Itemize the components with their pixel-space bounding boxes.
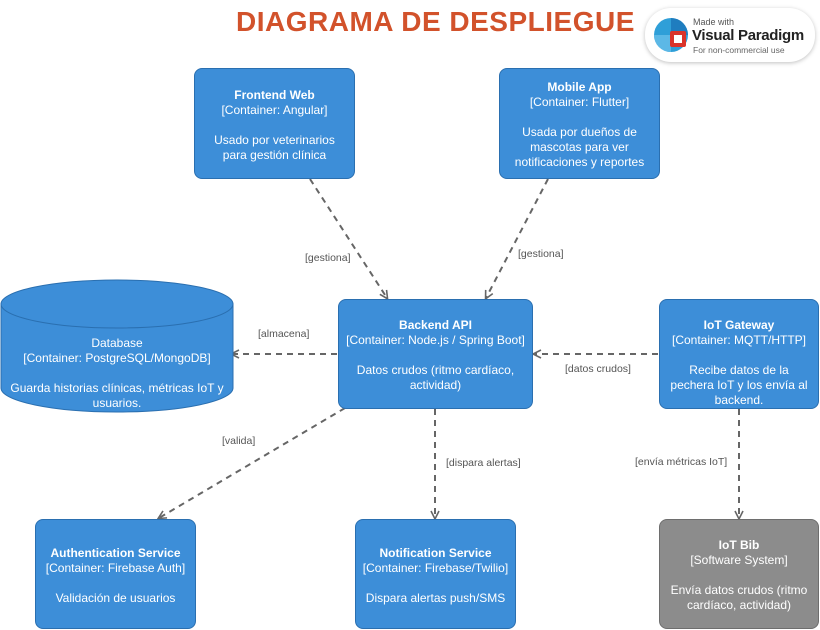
node-description: Recibe datos de la pechera IoT y los env… (670, 363, 808, 407)
edge-label-gateway-iotbib: [envía métricas IoT] (635, 456, 728, 468)
node-mobile-app: Mobile App [Container: Flutter] Usada po… (499, 68, 660, 179)
node-description: Usada por dueños de mascotas para ver no… (514, 125, 645, 169)
node-description: Dispara alertas push/SMS (365, 591, 506, 605)
watermark-brand: Visual Paradigm (692, 27, 804, 44)
node-backend-api: Backend API [Container: Node.js / Spring… (338, 299, 533, 409)
node-name: Notification Service (379, 546, 492, 560)
node-technology: [Container: Flutter] (529, 95, 630, 109)
edge-frontend-backend (309, 178, 387, 298)
node-database: Database [Container: PostgreSQL/MongoDB]… (0, 336, 234, 411)
edge-backend-auth (159, 407, 346, 518)
node-name: Mobile App (547, 80, 612, 94)
node-notification-service: Notification Service [Container: Firebas… (355, 519, 516, 629)
node-technology: [Container: Firebase Auth] (45, 561, 186, 575)
watermark-made-with: Made with (693, 17, 735, 27)
edge-label-backend-auth: [valida] (222, 435, 256, 447)
node-name: Authentication Service (50, 546, 181, 560)
node-description: Guarda historias clínicas, métricas IoT … (10, 381, 224, 410)
edge-mobile-backend (486, 178, 549, 298)
node-technology: [Container: MQTT/HTTP] (671, 333, 807, 347)
node-name: Backend API (399, 318, 472, 332)
edge-label-backend-database: [almacena] (258, 328, 310, 340)
node-description: Datos crudos (ritmo cardíaco, actividad) (356, 363, 515, 392)
node-technology: [Container: PostgreSQL/MongoDB] (23, 351, 211, 365)
node-frontend-web: Frontend Web [Container: Angular] Usado … (194, 68, 355, 179)
node-name: IoT Gateway (703, 318, 775, 332)
node-iot-bib: IoT Bib [Software System] Envía datos cr… (659, 519, 819, 629)
node-iot-gateway: IoT Gateway [Container: MQTT/HTTP] Recib… (659, 299, 819, 409)
node-technology: [Container: Node.js / Spring Boot] (346, 333, 525, 347)
edge-label-gateway-backend: [datos crudos] (565, 363, 631, 375)
node-authentication-service: Authentication Service [Container: Fireb… (35, 519, 196, 629)
node-name: IoT Bib (718, 538, 760, 552)
node-technology: [Container: Angular] (221, 103, 328, 117)
node-name: Database (91, 336, 143, 350)
edge-label-mobile-backend: [gestiona] (518, 248, 564, 260)
watermark-note: For non-commercial use (693, 45, 785, 55)
visual-paradigm-logo-icon (654, 18, 688, 52)
node-name: Frontend Web (234, 88, 315, 102)
node-description: Validación de usuarios (55, 591, 176, 605)
diagram-title: DIAGRAMA DE DESPLIEGUE (236, 6, 635, 37)
node-technology: [Container: Firebase/Twilio] (362, 561, 509, 575)
node-description: Usado por veterinarios para gestión clín… (214, 133, 335, 162)
visual-paradigm-watermark: Made with Visual Paradigm For non-commer… (645, 8, 815, 62)
database-cylinder (0, 279, 234, 413)
edge-label-backend-notification: [dispara alertas] (446, 457, 521, 469)
edge-label-frontend-backend: [gestiona] (305, 252, 351, 264)
node-description: Envía datos crudos (ritmo cardíaco, acti… (670, 583, 808, 612)
node-technology: [Software System] (690, 553, 788, 567)
